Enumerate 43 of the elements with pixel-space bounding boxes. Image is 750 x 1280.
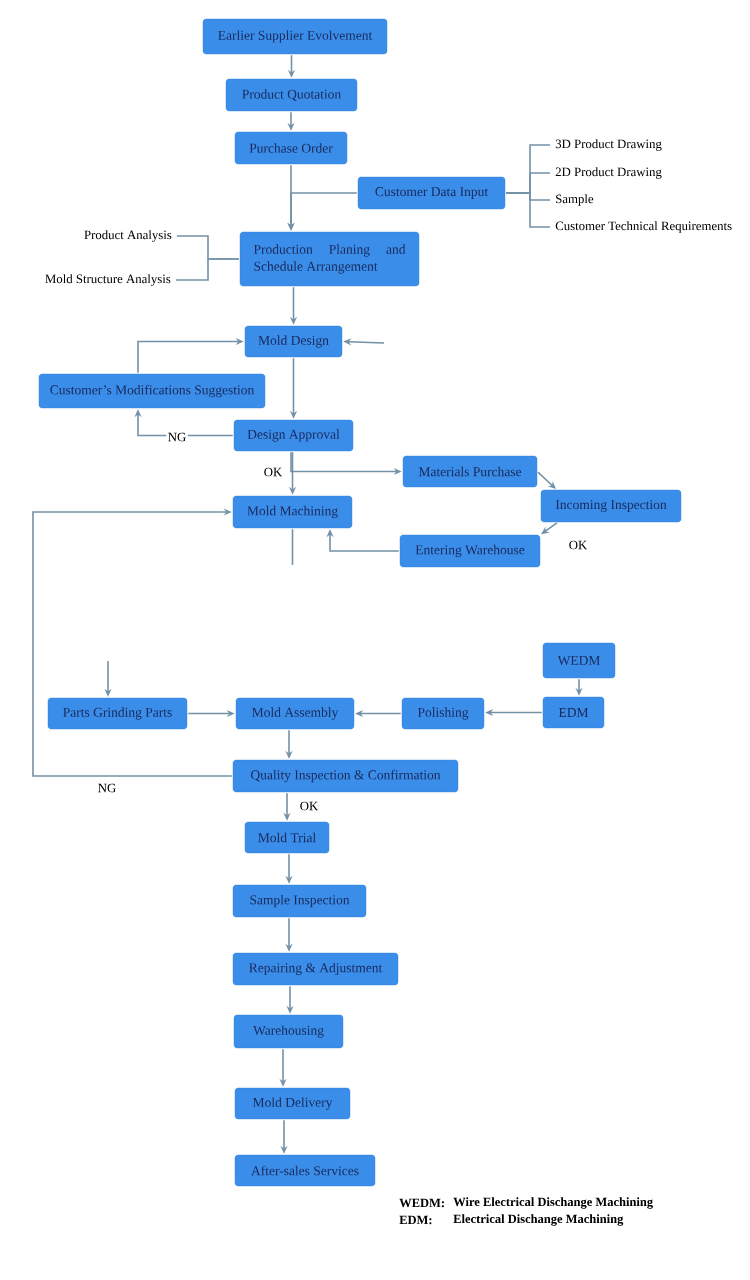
process-box: Parts Grinding Parts	[47, 697, 188, 730]
abbreviation: EDM:	[399, 1215, 432, 1225]
process-box: Production Planing and Schedule Arrangement	[239, 231, 420, 287]
side-text: Mold Structure Analysis	[45, 274, 171, 286]
process-box: EDM	[542, 696, 605, 729]
side-text: 3D Product Drawing	[555, 139, 662, 151]
process-box: Mold Design	[244, 325, 343, 358]
process-box: Mold Assembly	[235, 697, 355, 730]
process-box: Materials Purchase	[402, 455, 538, 488]
edge-label: OK	[567, 539, 589, 551]
process-box: After-sales Services	[234, 1154, 376, 1187]
process-box: Entering Warehouse	[399, 534, 541, 568]
edge-label: NG	[166, 431, 188, 443]
process-box: Customer Data Input	[357, 176, 506, 210]
process-box: Mold Machining	[232, 495, 353, 529]
process-box: Quality Inspection & Confirmation	[232, 759, 459, 793]
edge-label: OK	[298, 800, 320, 812]
process-box: Warehousing	[233, 1014, 344, 1049]
side-text: Sample	[556, 194, 594, 206]
process-box: Earlier Supplier Evolvement	[202, 18, 388, 55]
arrow	[32, 508, 233, 777]
definition-text: Wire Electrical Dischange Machining	[453, 1197, 653, 1209]
side-text: Customer Technical Requirements	[555, 221, 732, 233]
connector-line	[175, 258, 240, 281]
process-box: Repairing & Adjustment	[232, 952, 399, 986]
connector-line	[291, 528, 294, 566]
process-box: WEDM	[542, 642, 616, 679]
side-text: Product Analysis	[84, 230, 172, 242]
process-box: Customer’s Modifications Suggestion	[38, 373, 266, 409]
connector-line	[505, 192, 551, 228]
process-box: Purchase Order	[234, 131, 348, 165]
edge-label: OK	[262, 466, 284, 478]
side-text: 2D Product Drawing	[555, 167, 662, 179]
process-box: Mold Delivery	[234, 1087, 351, 1120]
process-box: Design Approval	[233, 419, 354, 452]
definition-text: Electrical Dischange Machining	[453, 1214, 624, 1226]
edge-label: NG	[96, 782, 118, 794]
process-box: Sample Inspection	[232, 884, 367, 918]
process-box: Product Quotation	[225, 78, 358, 112]
abbreviation: WEDM:	[399, 1198, 444, 1208]
process-box: Polishing	[401, 697, 485, 730]
process-box: Mold Trial	[244, 821, 330, 854]
process-box: Incoming Inspection	[540, 489, 682, 523]
